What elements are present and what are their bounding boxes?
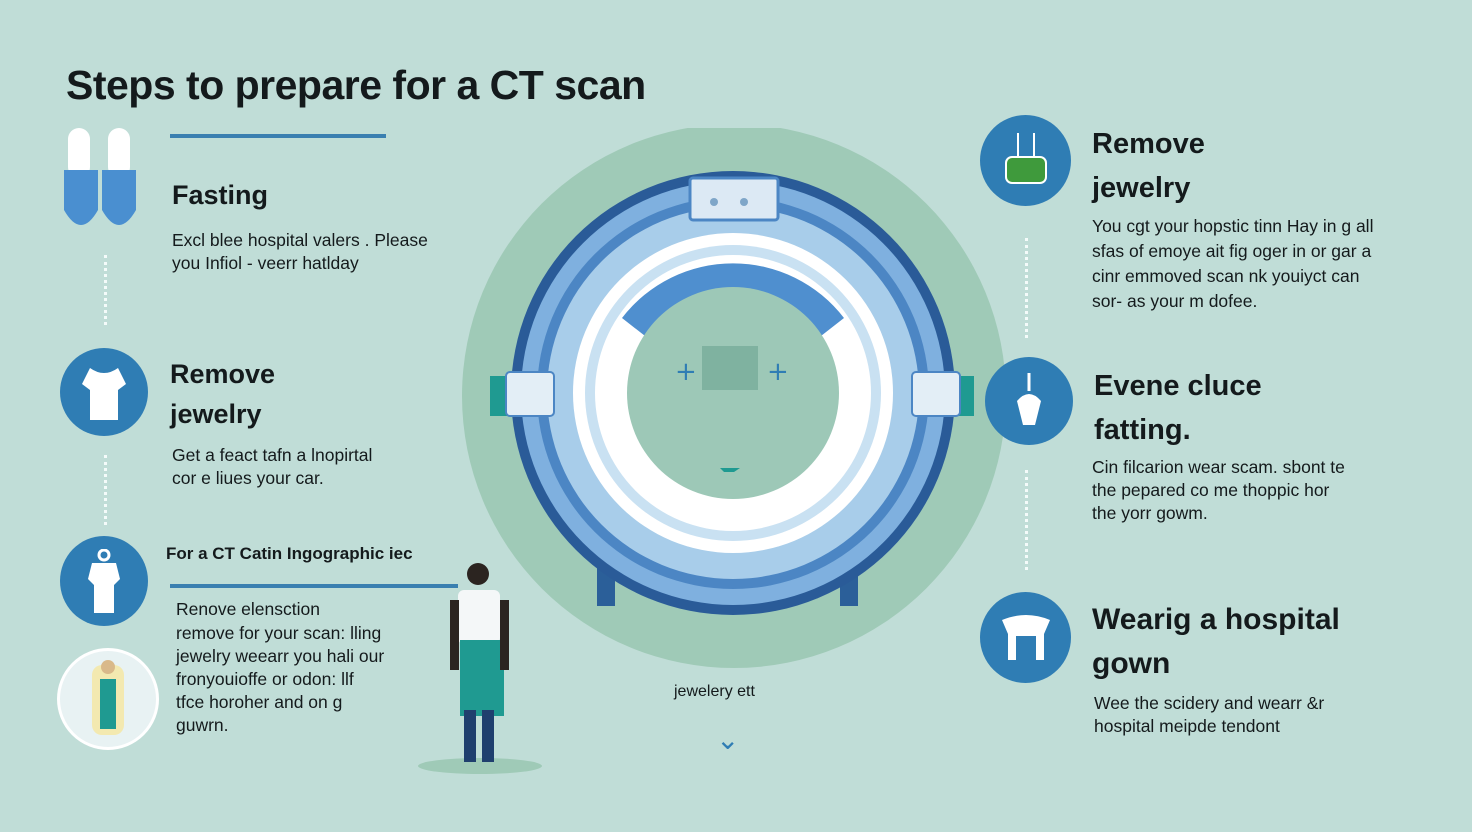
text-line: Excl blee hospital valers . Please: [172, 230, 428, 250]
step-heading: Remove jewelry: [1092, 122, 1205, 210]
step-text: Wee the scidery and wearr &r hospital me…: [1094, 692, 1324, 738]
text-line: Cin filcarion wear scam. sbont te: [1092, 457, 1345, 477]
heading-line: Evene cluce: [1094, 370, 1262, 402]
divider: [170, 584, 458, 588]
text-line: remove for your scan: lling: [176, 623, 382, 643]
heading-line: gown: [1092, 647, 1171, 680]
text-line: sfas of emoye ait fig oger in or gar a: [1092, 241, 1372, 261]
heading-line: Wearig a hospital: [1092, 603, 1340, 636]
connector: [1025, 470, 1028, 570]
text-line: tfce horoher and on g: [176, 692, 343, 712]
text-line: you Infiol - veerr hatlday: [172, 253, 359, 273]
text-line: the pepared co me thoppic hor: [1092, 480, 1330, 500]
text-line: the yorr gowm.: [1092, 503, 1208, 523]
connector: [1025, 238, 1028, 338]
title-underline: [170, 134, 386, 138]
svg-text:+: +: [675, 357, 697, 387]
text-line: guwrn.: [176, 715, 229, 735]
page-title: Steps to prepare for a CT scan: [66, 62, 646, 108]
center-label: jewelery ett: [674, 683, 755, 700]
text-line: Wee the scidery and wearr &r: [1094, 693, 1325, 713]
step-heading-fasting: Fasting: [172, 180, 269, 210]
hospital-gown-icon: [60, 536, 148, 626]
text-line: Get a feact tafn a lnopirtal: [172, 445, 373, 465]
step-heading: Evene cluce fatting.: [1094, 364, 1262, 452]
text-line: hospital meipde tendont: [1094, 716, 1280, 736]
heading-line: jewelry: [1092, 172, 1191, 204]
svg-text:+: +: [767, 357, 789, 387]
text-line: cinr emmoved scan nk youiyct can: [1092, 266, 1360, 286]
step-subheading: Renove elensction: [176, 599, 320, 619]
text-line: You cgt your hopstic tinn Hay in g all: [1092, 216, 1374, 236]
step-heading: Wearig a hospital gown: [1092, 598, 1340, 686]
slippers-icon: [62, 128, 142, 232]
connector: [104, 455, 107, 525]
heading-line: jewelry: [170, 399, 262, 429]
jewelry-icon: [980, 115, 1071, 206]
text-line: fronyouioffe or odon: llf: [176, 669, 354, 689]
step-heading: Remove jewelry: [170, 354, 275, 434]
text-line: sor- as your m dofee.: [1092, 291, 1258, 311]
ct-scanner-illustration: + +: [462, 128, 1007, 673]
heading-line: Remove: [1092, 128, 1205, 160]
heading-line: fatting.: [1094, 414, 1191, 446]
step-text: Cin filcarion wear scam. sbont te the pe…: [1092, 456, 1345, 525]
patient-illustration-icon: [57, 648, 159, 750]
technician-figure: [418, 560, 542, 776]
gown-icon: [980, 592, 1071, 683]
connector: [104, 255, 107, 325]
step-heading: For a CT Catin Ingographic iec: [166, 544, 413, 563]
heading-line: Remove: [170, 359, 276, 389]
necklace-icon: [985, 357, 1073, 445]
gown-icon: [60, 348, 148, 436]
step-text: remove for your scan: lling jewelry weea…: [176, 622, 384, 737]
step-text: Get a feact tafn a lnopirtal cor e liues…: [172, 444, 372, 490]
step-text: Excl blee hospital valers . Please you I…: [172, 229, 428, 275]
text-line: jewelry weearr you hali our: [176, 646, 385, 666]
chevron-down-icon: ⌄: [716, 724, 740, 755]
text-line: cor e liues your car.: [172, 468, 324, 488]
step-text: You cgt your hopstic tinn Hay in g all s…: [1092, 214, 1373, 314]
